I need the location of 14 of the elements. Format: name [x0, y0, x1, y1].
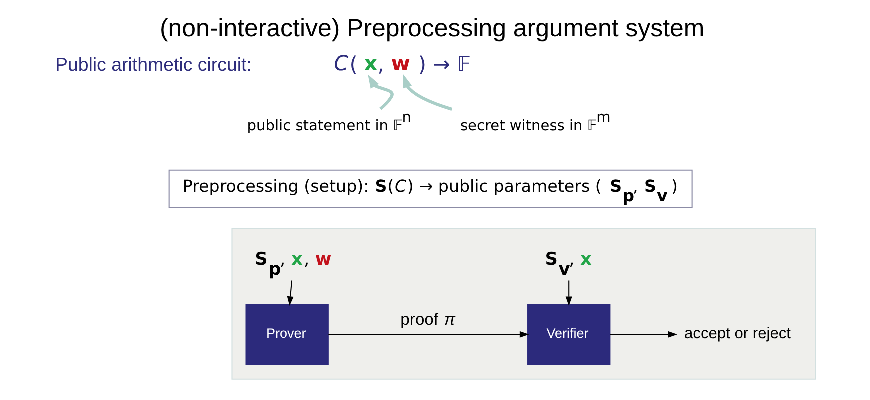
arrow: [402, 74, 452, 111]
arrow: [565, 280, 572, 306]
arrow: [328, 331, 529, 338]
cluster: [231, 228, 816, 380]
label: Public arithmetic circuit:: [54, 54, 252, 75]
node-text: accept or reject: [684, 325, 791, 342]
arrow: [610, 331, 678, 338]
node-text: C( x, w ) → 𝔽: [334, 52, 471, 77]
arrow: [286, 280, 294, 306]
diagram-title: (non-interactive) Preprocessing argument system: [159, 14, 704, 42]
node-box: Prover: [245, 304, 328, 366]
node-box: Verifier: [527, 304, 610, 366]
arrow: [368, 74, 394, 110]
edge-label: proof π: [400, 310, 455, 330]
